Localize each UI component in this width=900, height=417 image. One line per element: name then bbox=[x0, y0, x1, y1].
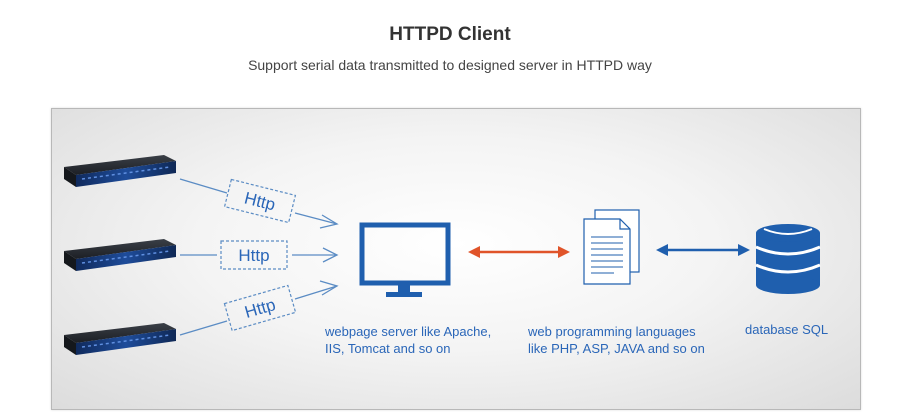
diagram-canvas: Http Http Http bbox=[64, 155, 821, 355]
http-label-text: Http bbox=[242, 188, 277, 214]
database-caption: database SQL bbox=[745, 322, 829, 337]
database-icon bbox=[755, 224, 821, 294]
languages-caption: web programming languages like PHP, ASP,… bbox=[528, 323, 705, 357]
page-subtitle: Support serial data transmitted to desig… bbox=[248, 57, 652, 73]
http-label-text: Http bbox=[238, 246, 269, 265]
serial-device-server-icon bbox=[64, 323, 176, 355]
http-label-1: Http bbox=[223, 178, 297, 224]
serial-device-server-icon bbox=[64, 239, 176, 271]
documents-icon bbox=[583, 209, 640, 285]
server-caption: webpage server like Apache, IIS, Tomcat … bbox=[325, 323, 491, 357]
page-title: HTTPD Client bbox=[389, 24, 511, 45]
server-caption-line2: IIS, Tomcat and so on bbox=[325, 341, 451, 356]
languages-caption-line2: like PHP, ASP, JAVA and so on bbox=[528, 341, 705, 356]
http-label-3: Http bbox=[223, 284, 297, 332]
bidirectional-arrow-languages-database bbox=[656, 244, 750, 256]
diagram-panel: Http Http Http bbox=[51, 108, 861, 410]
monitor-icon bbox=[359, 222, 451, 297]
languages-caption-line1: web programming languages bbox=[528, 324, 696, 339]
http-connections bbox=[179, 178, 339, 336]
server-caption-line1: webpage server like Apache, bbox=[325, 324, 492, 339]
device-3 bbox=[64, 323, 176, 355]
device-2 bbox=[64, 239, 176, 271]
http-label-text: Http bbox=[243, 295, 278, 322]
device-1 bbox=[64, 155, 176, 187]
http-label-2: Http bbox=[220, 240, 288, 270]
bidirectional-arrow-server-languages bbox=[468, 246, 570, 258]
serial-device-server-icon bbox=[64, 155, 176, 187]
